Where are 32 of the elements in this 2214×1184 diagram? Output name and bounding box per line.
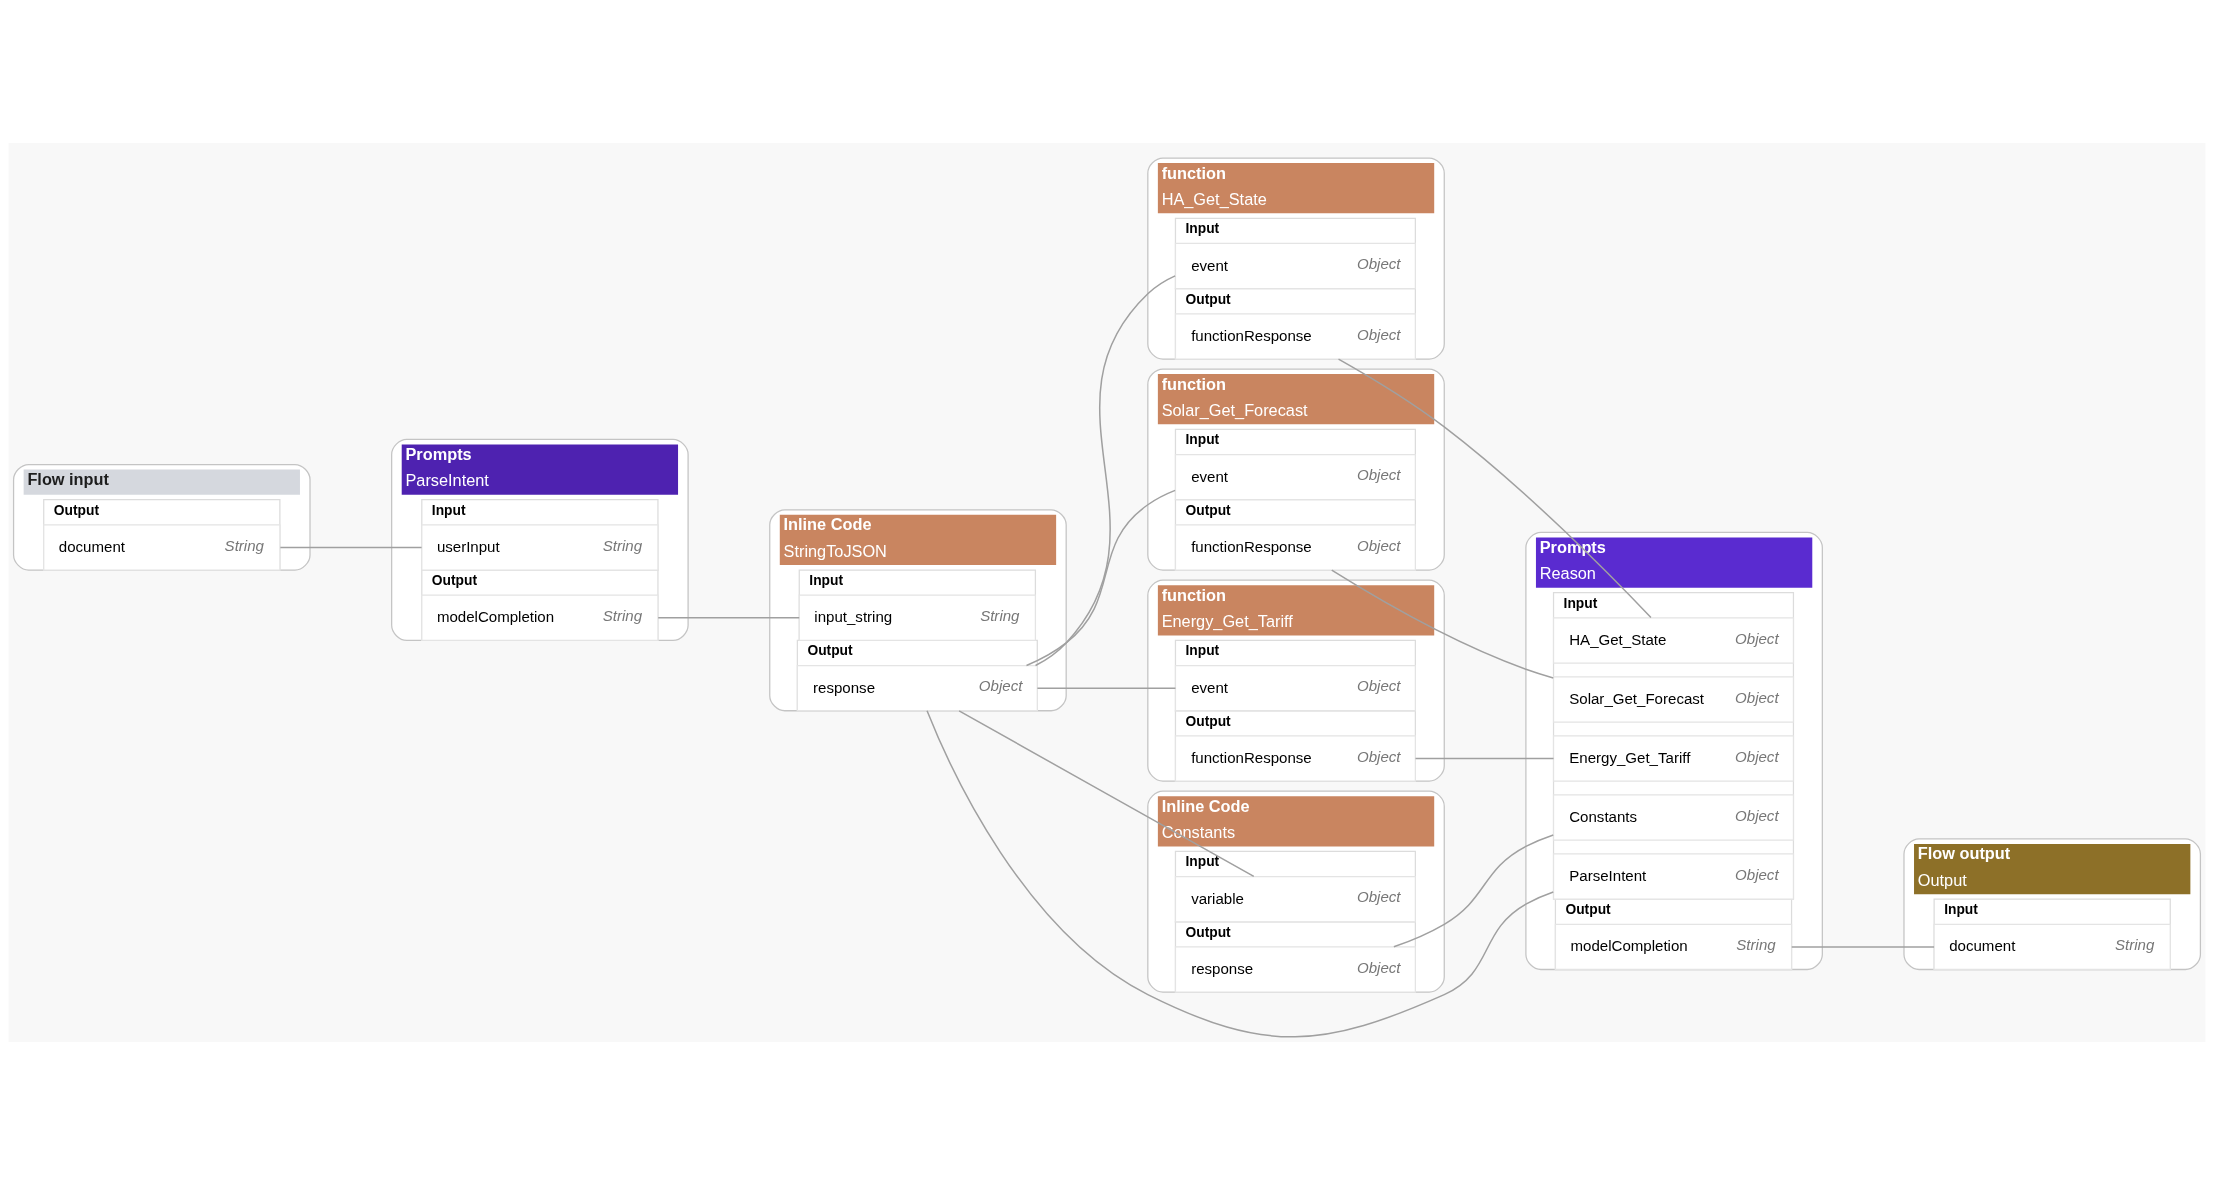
connector [926, 709, 1554, 1038]
connector [958, 709, 1255, 877]
node-box: modelCompletion String [421, 594, 659, 641]
node-box: functionResponse Object [1174, 734, 1416, 782]
node-box: functionResponse Object [1174, 312, 1416, 360]
connector [1036, 686, 1177, 689]
connector [279, 546, 423, 548]
node-box: variable Object [1174, 875, 1416, 922]
node-box: document String [1933, 923, 2171, 970]
connector [1330, 568, 1554, 679]
connector [1393, 833, 1554, 948]
node-box: event Object [1174, 242, 1416, 289]
node-box: event Object [1174, 453, 1416, 500]
node-box: event Object [1174, 664, 1416, 711]
connector [1025, 489, 1176, 666]
node-box: Solar_Get_Forecast Object [1552, 675, 1795, 723]
node-box: ParseIntent Object [1552, 852, 1795, 900]
connector [1414, 757, 1555, 759]
connector [1034, 274, 1176, 666]
node-box: userInput String [421, 523, 659, 571]
node-box: input_string String [798, 594, 1037, 641]
node-box: functionResponse Object [1174, 523, 1416, 571]
node-box: HA_Get_State Object [1552, 616, 1795, 664]
node-box: document String [43, 523, 281, 571]
connector [657, 616, 800, 619]
node-box: response Object [1174, 945, 1416, 993]
node-box: response Object [796, 664, 1038, 711]
node-box: modelCompletion String [1554, 923, 1793, 970]
connector [1337, 357, 1652, 618]
connector [1790, 945, 1935, 948]
node-box: Constants Object [1552, 793, 1795, 841]
node-box: Energy_Get_Tariff Object [1552, 734, 1795, 782]
